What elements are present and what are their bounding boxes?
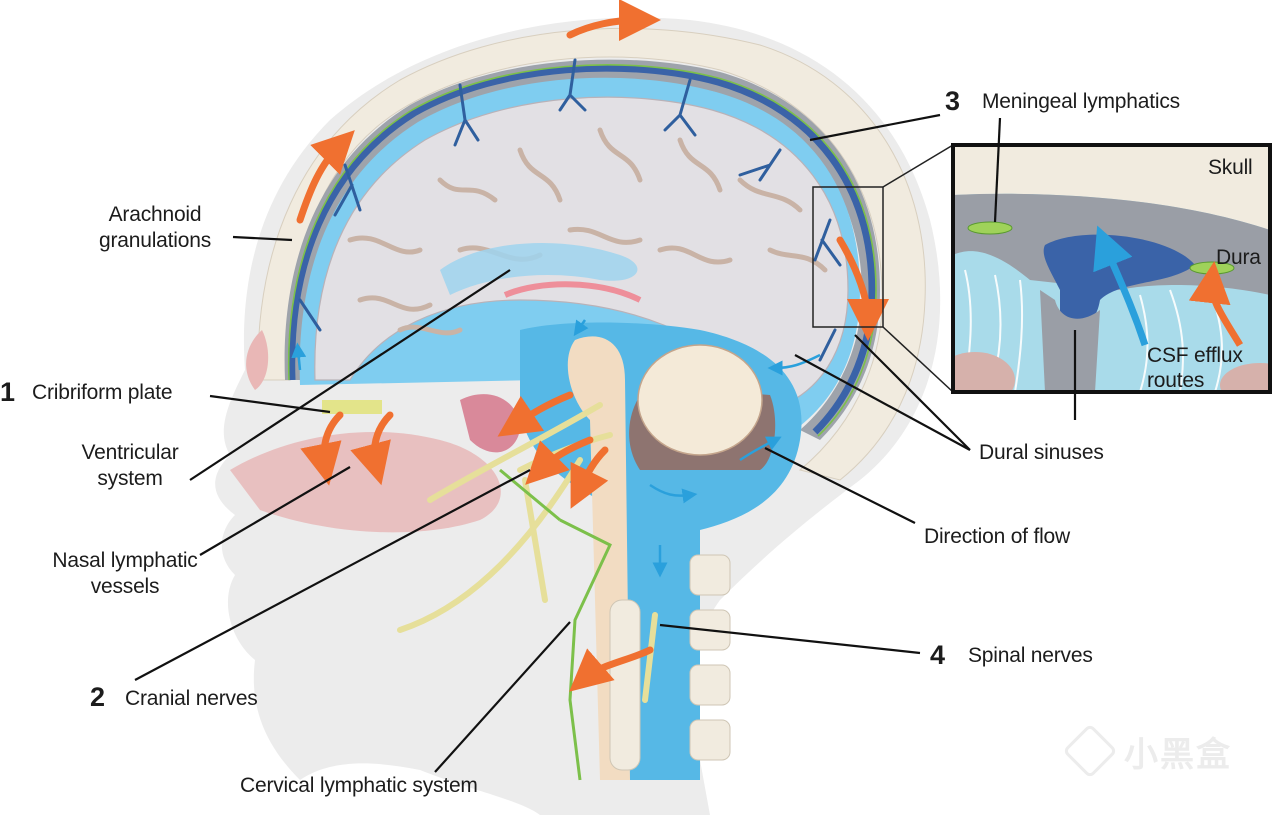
label-number-2: 2 <box>90 682 106 712</box>
label-number-3: 3 <box>945 86 961 116</box>
cribriform-plate <box>322 400 382 414</box>
cortical-veins <box>298 58 842 362</box>
inset-label-skull: Skull <box>1208 156 1253 179</box>
inset-label-dura: Dura <box>1216 246 1261 269</box>
label-dural-sinuses: Dural sinuses <box>979 441 1104 464</box>
label-cranial-nerves: Cranial nerves <box>125 687 258 710</box>
label-nasal-lymphatic-vessels: Nasal lymphatic vessels <box>52 549 198 598</box>
label-direction-of-flow: Direction of flow <box>924 525 1070 548</box>
label-cribriform-plate: Cribriform plate <box>32 381 173 404</box>
inset-source-box <box>812 186 884 328</box>
label-spinal-nerves: Spinal nerves <box>968 644 1093 667</box>
leader-lines <box>134 113 1077 773</box>
ear <box>246 330 269 390</box>
inset-lymphatic-left <box>967 221 1013 235</box>
inset-label-csf-efflux-routes: CSF efflux routes <box>1147 344 1243 392</box>
label-ventricular-system: Ventricular system <box>81 441 179 490</box>
label-cervical-lymphatic-system: Cervical lymphatic system <box>240 774 478 797</box>
cervical-lymphatics <box>499 468 612 781</box>
inset-panel <box>953 145 1270 392</box>
label-arachnoid-granulations: Arachnoid granulations <box>98 203 211 252</box>
watermark: 小黑盒 <box>1062 723 1232 779</box>
vertebrae <box>609 554 731 771</box>
corpus-callosum <box>503 281 642 303</box>
cerebellum <box>629 344 776 470</box>
lateral-ventricle <box>440 243 638 295</box>
watermark-logo-icon <box>1062 723 1118 779</box>
skull-bone <box>257 27 926 481</box>
cranial-nerves <box>397 402 658 703</box>
inset-border <box>951 143 1272 394</box>
label-meningeal-lymphatics: Meningeal lymphatics <box>982 90 1180 113</box>
lymphatic-efflux-arrows <box>296 0 889 692</box>
csf-flow-arrows <box>291 319 821 578</box>
label-number-1: 1 <box>0 377 16 407</box>
label-number-4: 4 <box>930 640 946 670</box>
